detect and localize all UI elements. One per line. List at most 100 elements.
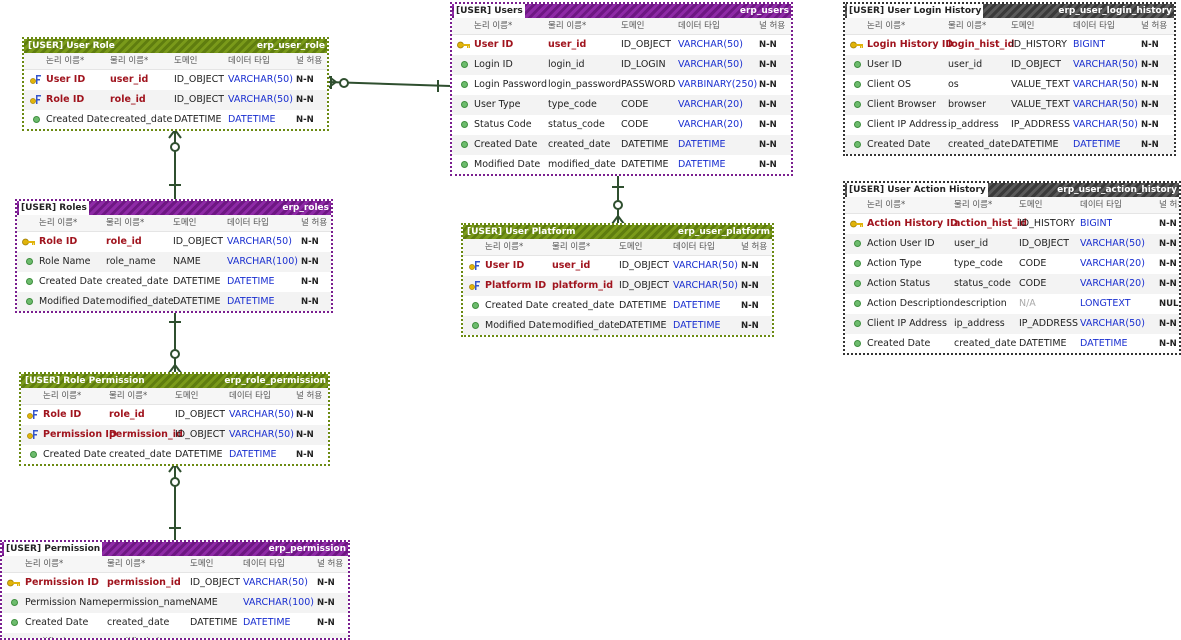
table-logical-name: [USER] Role Permission	[25, 376, 145, 386]
column-logical-name: Action User ID	[867, 238, 935, 249]
col-header-dtype: 데이터 타입	[673, 242, 715, 252]
column-data-type: VARCHAR(50)	[678, 59, 743, 70]
column-domain: DATETIME	[621, 139, 669, 150]
column-nullable: N-N	[759, 100, 777, 110]
table-logical-name: [USER] User Role	[28, 41, 115, 51]
column-dot-icon	[854, 320, 861, 327]
column-logical-name: User ID	[485, 260, 525, 271]
table-row[interactable]: Modified Datemodified_dateDATETIMEDATETI…	[2, 633, 348, 638]
table-physical-name: erp_user_login_history	[1058, 6, 1172, 16]
column-nullable: N-N	[759, 60, 777, 70]
column-nullable: N-N	[301, 297, 319, 307]
col-header-nullable: 널 허용	[317, 559, 344, 569]
column-dot-icon	[11, 619, 18, 626]
pk-fk-icon	[469, 261, 480, 270]
column-data-type: DATETIME	[673, 300, 721, 311]
column-dot-icon	[854, 141, 861, 148]
col-header-nullable: 널 허용	[296, 56, 323, 66]
col-header-logical: 논리 이름*	[46, 56, 85, 66]
column-logical-name: Permission ID	[43, 429, 117, 440]
table-row[interactable]: Created Date created_date DATETIME DATETIME…	[452, 135, 791, 155]
col-header-domain: 도메인	[174, 56, 198, 66]
column-physical-name: modified_date	[548, 159, 616, 170]
pk-fk-icon	[27, 410, 38, 419]
column-domain: IP_ADDRESS	[1019, 318, 1079, 329]
column-nullable: N-N	[759, 40, 777, 50]
column-logical-name: Action Description	[867, 298, 954, 309]
column-data-type: VARCHAR(50)	[229, 409, 294, 420]
column-domain: CODE	[1019, 258, 1047, 269]
column-data-type: DATETIME	[678, 139, 726, 150]
table-physical-name: erp_roles	[282, 203, 329, 213]
column-physical-name: platform_id	[552, 280, 614, 291]
column-physical-name: user_id	[954, 238, 989, 249]
column-physical-name: role_name	[106, 256, 156, 267]
column-domain: ID_OBJECT	[619, 280, 670, 291]
column-logical-name: Created Date	[474, 139, 538, 150]
column-data-type: VARCHAR(50)	[673, 280, 738, 291]
column-logical-name: Created Date	[25, 617, 89, 628]
col-header-physical: 물리 이름*	[548, 21, 587, 31]
column-data-type: VARCHAR(50)	[1073, 99, 1138, 110]
column-dot-icon	[461, 81, 468, 88]
column-nullable: NULL	[1159, 299, 1179, 309]
column-nullable: N-N	[296, 410, 314, 420]
column-physical-name: created_date	[548, 139, 611, 150]
column-domain: ID_LOGIN	[621, 59, 666, 70]
column-physical-name: status_code	[954, 278, 1011, 289]
